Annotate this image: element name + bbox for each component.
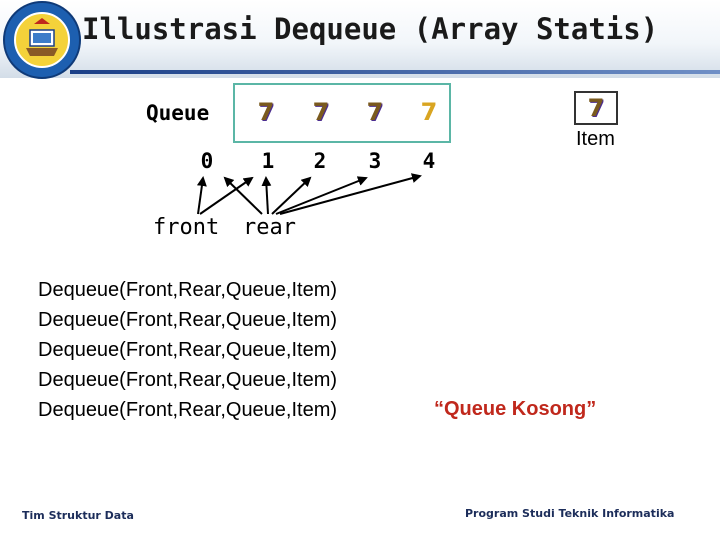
- footer-team: Tim Struktur Data: [22, 509, 134, 522]
- slide-header: [0, 0, 720, 78]
- dequeue-operation: Dequeue(Front,Rear,Queue,Item): [38, 279, 338, 301]
- queue-empty-status: “Queue Kosong”: [434, 398, 597, 420]
- footer-program: Program Studi Teknik Informatika: [465, 507, 675, 520]
- cell-value-front: 7: [366, 98, 384, 126]
- cell-value-front: 7: [420, 98, 438, 126]
- index-label: 4: [422, 149, 436, 173]
- queue-array-box: [233, 83, 451, 143]
- item-label: Item: [576, 128, 615, 150]
- item-value-front: 7: [587, 94, 605, 122]
- cell-value-front: 7: [257, 98, 275, 126]
- cell-value-back: 7: [313, 99, 331, 127]
- dequeue-operation: Dequeue(Front,Rear,Queue,Item): [38, 339, 338, 361]
- rear-arrow-to-0: [223, 176, 263, 215]
- cell-value-front: 7: [312, 98, 330, 126]
- unikom-logo-icon: [3, 1, 81, 79]
- index-label: 1: [261, 149, 275, 173]
- item-box: [574, 91, 618, 125]
- index-label: 3: [368, 149, 382, 173]
- index-label: 0: [200, 149, 214, 173]
- rear-pointer-label: rear: [243, 215, 296, 240]
- rear-arrow-to-3: [275, 176, 368, 215]
- rear-arrow-to-2: [271, 176, 312, 215]
- slide-title: Illustrasi Dequeue (Array Statis): [82, 12, 659, 46]
- rear-arrow-to-4: [279, 173, 422, 215]
- cell-value-back: 7: [367, 99, 385, 127]
- front-arrow-to-1: [199, 176, 254, 215]
- index-label: 2: [313, 149, 327, 173]
- front-pointer-label: front: [153, 215, 220, 240]
- queue-label: Queue: [146, 101, 210, 125]
- dequeue-operation: Dequeue(Front,Rear,Queue,Item): [38, 309, 338, 331]
- cell-value-back: 7: [258, 99, 276, 127]
- front-arrow-to-0: [196, 176, 207, 215]
- dequeue-operation: Dequeue(Front,Rear,Queue,Item): [38, 399, 338, 421]
- header-divider: [70, 70, 720, 74]
- item-value-back: 7: [588, 95, 606, 123]
- rear-arrow-to-1: [261, 176, 272, 215]
- dequeue-operation: Dequeue(Front,Rear,Queue,Item): [38, 369, 338, 391]
